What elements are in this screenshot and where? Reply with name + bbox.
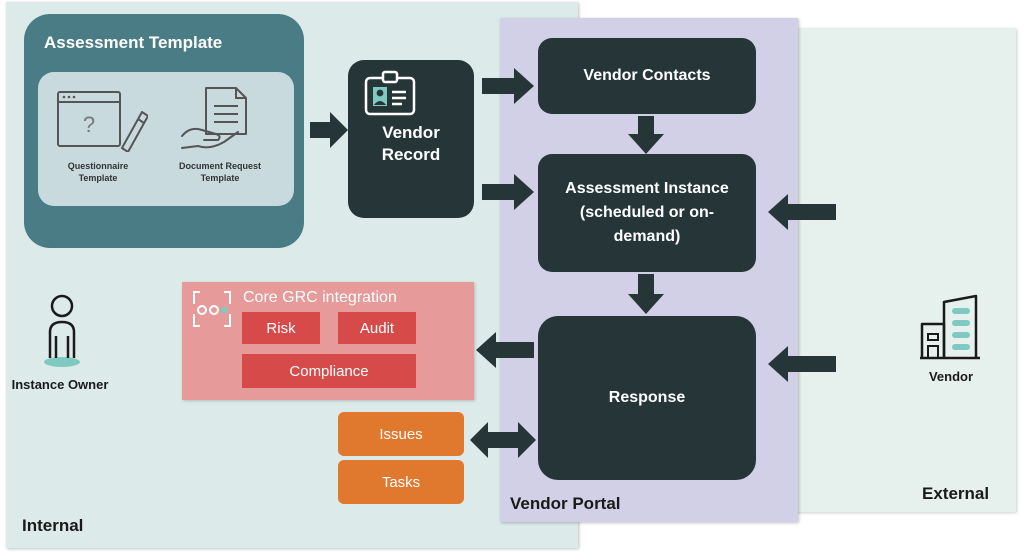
integration-icon <box>193 291 231 327</box>
core-grc-integration-title: Core GRC integration <box>243 289 397 306</box>
tasks-label: Tasks <box>381 473 421 491</box>
arrow-response-to-grc <box>476 332 534 368</box>
compliance-label: Compliance <box>289 362 369 380</box>
instance-owner-label: Instance Owner <box>11 377 109 392</box>
tasks-chip: Tasks <box>338 460 464 504</box>
document-request-template-label: Document Request Template <box>178 161 261 183</box>
risk-label: Risk <box>266 319 296 337</box>
document-request-icon <box>181 87 247 149</box>
arrow-instance-to-response <box>628 274 664 314</box>
person-icon <box>44 294 80 367</box>
external-zone <box>794 28 1016 512</box>
audit-label: Audit <box>359 319 395 337</box>
arrow-template-to-record <box>310 112 348 148</box>
vendor-contacts-label: Vendor Contacts <box>583 67 711 84</box>
compliance-chip: Compliance <box>242 354 416 388</box>
internal-zone-label: Internal <box>22 516 84 535</box>
vendor-contacts-box: Vendor Contacts <box>538 38 756 114</box>
arrow-external-to-response <box>768 346 836 382</box>
audit-chip: Audit <box>338 312 416 344</box>
assessment-instance-box: Assessment Instance (scheduled or on-dem… <box>538 154 756 272</box>
assessment-instance-label: Assessment Instance (scheduled or on-dem… <box>565 180 729 245</box>
issues-chip: Issues <box>338 412 464 456</box>
vendor-record-box <box>348 60 474 218</box>
vendor-record-label: Vendor Record <box>381 123 441 164</box>
response-box: Response <box>538 316 756 480</box>
arrow-response-issues-bidirectional <box>470 422 536 458</box>
vendor-portal-label: Vendor Portal <box>510 494 621 513</box>
arrow-contacts-to-instance <box>628 116 664 154</box>
building-icon <box>920 294 980 360</box>
questionnaire-icon: ? <box>57 91 148 152</box>
assessment-template-title: Assessment Template <box>44 33 223 52</box>
vendor-label: Vendor <box>928 369 974 384</box>
risk-chip: Risk <box>242 312 320 344</box>
arrow-record-to-contacts <box>482 68 534 104</box>
svg-text:?: ? <box>83 112 95 137</box>
issues-label: Issues <box>379 425 423 443</box>
arrow-record-to-instance <box>482 174 534 210</box>
arrow-external-to-instance <box>768 194 836 230</box>
external-zone-label: External <box>922 484 990 503</box>
template-inner-panel <box>38 72 294 206</box>
id-card-icon <box>364 70 416 116</box>
response-label: Response <box>608 389 686 406</box>
questionnaire-template-label: Questionnaire Template <box>67 161 129 183</box>
